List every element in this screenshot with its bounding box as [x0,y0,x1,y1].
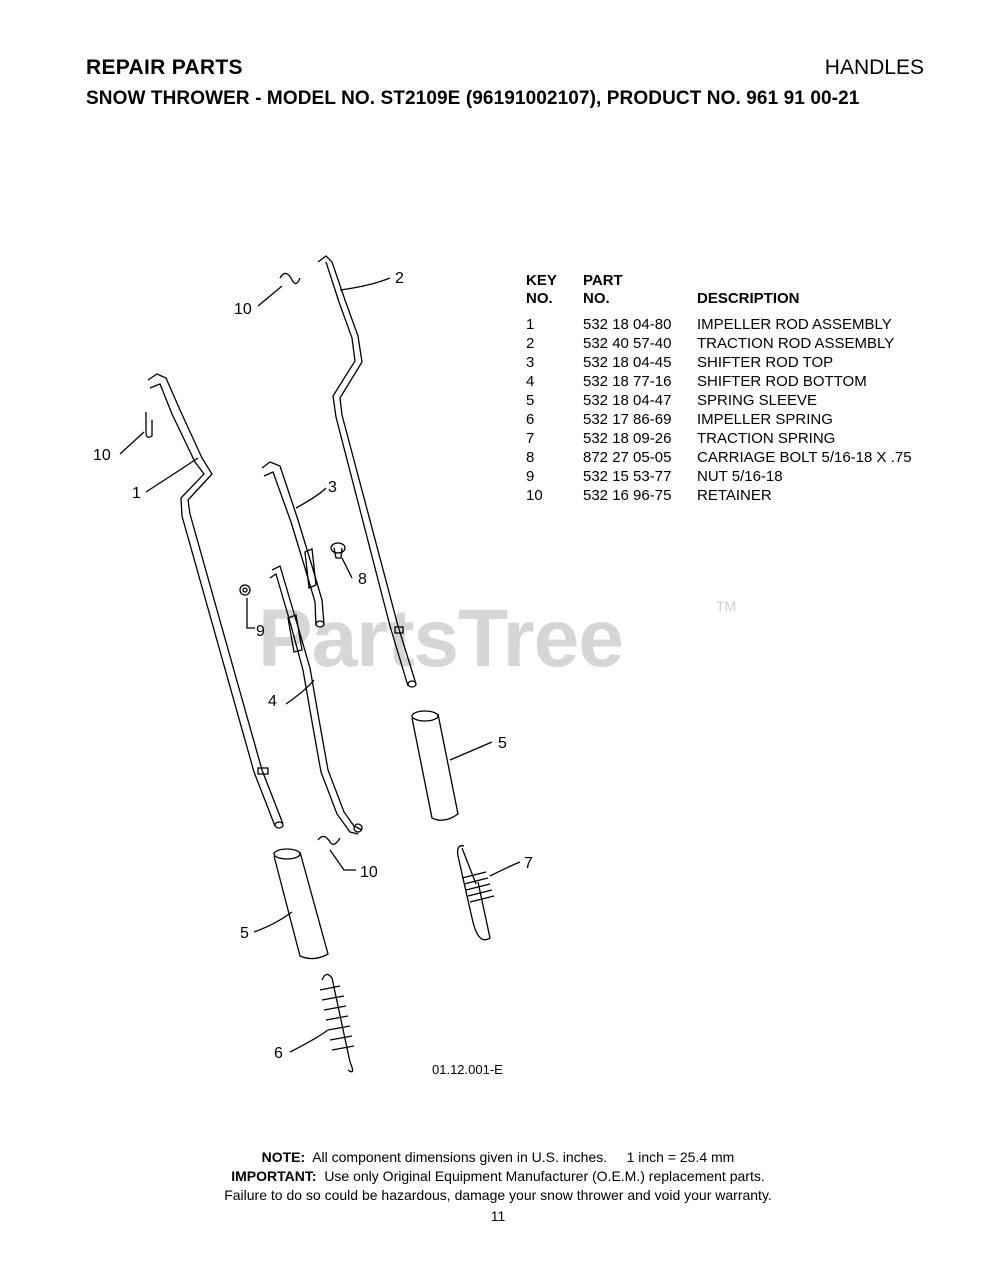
key-no: 9 [526,468,535,485]
model-number: ST2109E [380,88,461,109]
key-no: 5 [526,392,535,409]
shifter-rod-bottom [269,565,363,835]
impeller-rod-assembly [147,373,284,829]
callout-8: 8 [358,571,367,588]
page-number: 11 [490,1208,506,1224]
description: NUT 5/16-18 [697,468,783,485]
description: SHIFTER ROD TOP [697,354,834,371]
key-no: 1 [526,316,535,333]
subtitle-prefix: SNOW THROWER - MODEL NO. [86,88,381,109]
part-no: 872 27 05-05 [583,449,672,466]
part-no: 532 18 04-45 [583,354,672,371]
subtitle-suffix: (96191002107), PRODUCT NO. 961 91 00-21 [460,88,860,109]
header-key-line1: KEY [526,272,557,289]
callout-1: 1 [132,485,141,502]
important-text: Use only Original Equipment Manufacturer… [316,1168,765,1184]
important-label: IMPORTANT: [231,1168,317,1184]
callout-4: 4 [268,693,277,710]
header-repair-parts: REPAIR PARTS [86,56,243,79]
watermark: PartsTree [258,593,624,684]
key-no: 10 [526,487,543,504]
callout-2: 2 [395,270,404,287]
retainer-top [279,272,301,285]
diagram-code: 01.12.001-E [432,1062,503,1077]
callout-3: 3 [328,479,337,496]
description: TRACTION SPRING [697,430,836,447]
callout-10-top: 10 [234,301,252,318]
traction-spring [456,845,495,941]
callout-6: 6 [274,1045,283,1062]
description: RETAINER [697,487,772,504]
retainer-bottom [317,835,341,845]
header-part-line2: NO. [583,290,610,307]
header-key-line2: NO. [526,290,553,307]
key-no: 7 [526,430,535,447]
subtitle: SNOW THROWER - MODEL NO. ST2109E (961910… [86,88,859,110]
traction-rod-assembly [317,255,417,688]
part-no: 532 40 57-40 [583,335,672,352]
description: SHIFTER ROD BOTTOM [697,373,867,390]
footer-note: NOTE: All component dimensions given in … [0,1148,996,1167]
description: TRACTION ROD ASSEMBLY [697,335,895,352]
part-no: 532 18 04-80 [583,316,672,333]
callout-10-left: 10 [93,447,111,464]
key-no: 4 [526,373,535,390]
footer-warning: Failure to do so could be hazardous, dam… [224,1187,772,1203]
key-no: 2 [526,335,535,352]
description: IMPELLER ROD ASSEMBLY [697,316,892,333]
header-part-line1: PART [583,272,623,289]
spring-sleeve-left [273,848,329,960]
carriage-bolt [330,542,346,559]
part-no: 532 18 09-26 [583,430,672,447]
part-no: 532 17 86-69 [583,411,672,428]
trademark: TM [716,598,737,614]
footer-important: IMPORTANT: Use only Original Equipment M… [0,1167,996,1186]
part-no: 532 16 96-75 [583,487,672,504]
retainer-left [145,412,153,438]
description: CARRIAGE BOLT 5/16-18 X .75 [697,449,912,466]
part-no: 532 18 04-47 [583,392,672,409]
leader-lines [119,277,521,1053]
description: SPRING SLEEVE [697,392,818,409]
callout-5-left: 5 [240,925,249,942]
part-no: 532 18 77-16 [583,373,672,390]
header-description: DESCRIPTION [697,290,800,307]
header-section: HANDLES [824,56,924,79]
callout-10-bottom: 10 [360,864,378,881]
note-label: NOTE: [261,1149,306,1165]
nut [239,584,251,596]
callout-5-right: 5 [498,735,507,752]
description: IMPELLER SPRING [697,411,833,428]
key-no: 8 [526,449,535,466]
shifter-rod-top [261,461,325,628]
spring-sleeve-right [411,710,459,821]
callout-7: 7 [524,855,533,872]
key-no: 6 [526,411,535,428]
callout-9: 9 [256,623,265,640]
impeller-spring [319,973,355,1073]
key-no: 3 [526,354,535,371]
part-no: 532 15 53-77 [583,468,672,485]
note-text: All component dimensions given in U.S. i… [305,1149,735,1165]
